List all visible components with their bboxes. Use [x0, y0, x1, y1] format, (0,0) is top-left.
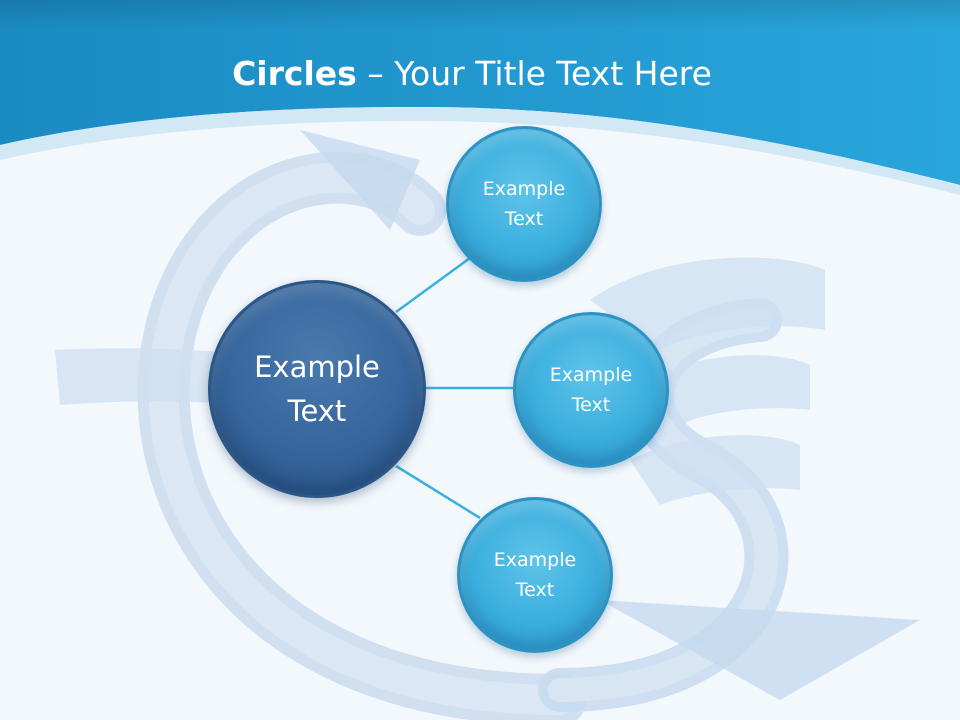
slide-title-rest: – Your Title Text Here [356, 54, 712, 93]
satellite-circle-2-label: Example Text [549, 364, 633, 416]
background-arrow-head-right [600, 600, 920, 700]
satellite-circle-3[interactable]: Example Text [457, 497, 613, 653]
background-wave-right [590, 257, 825, 505]
header-band [0, 0, 960, 185]
satellite-circle-2[interactable]: Example Text [513, 312, 669, 468]
satellite-circle-3-label: Example Text [493, 549, 577, 601]
satellite-circle-1[interactable]: Example Text [446, 126, 602, 282]
center-circle[interactable]: Example Text [208, 280, 426, 498]
connector-line-1 [395, 256, 471, 314]
slide-title-bold: Circles [232, 54, 357, 93]
background-arrow-head-left [300, 130, 420, 230]
satellite-circle-1-label: Example Text [482, 178, 566, 230]
connector-line-3 [395, 464, 481, 520]
slide-title: Circles – Your Title Text Here [0, 52, 944, 96]
header-swoosh [0, 106, 960, 195]
center-circle-label: Example Text [254, 350, 380, 428]
